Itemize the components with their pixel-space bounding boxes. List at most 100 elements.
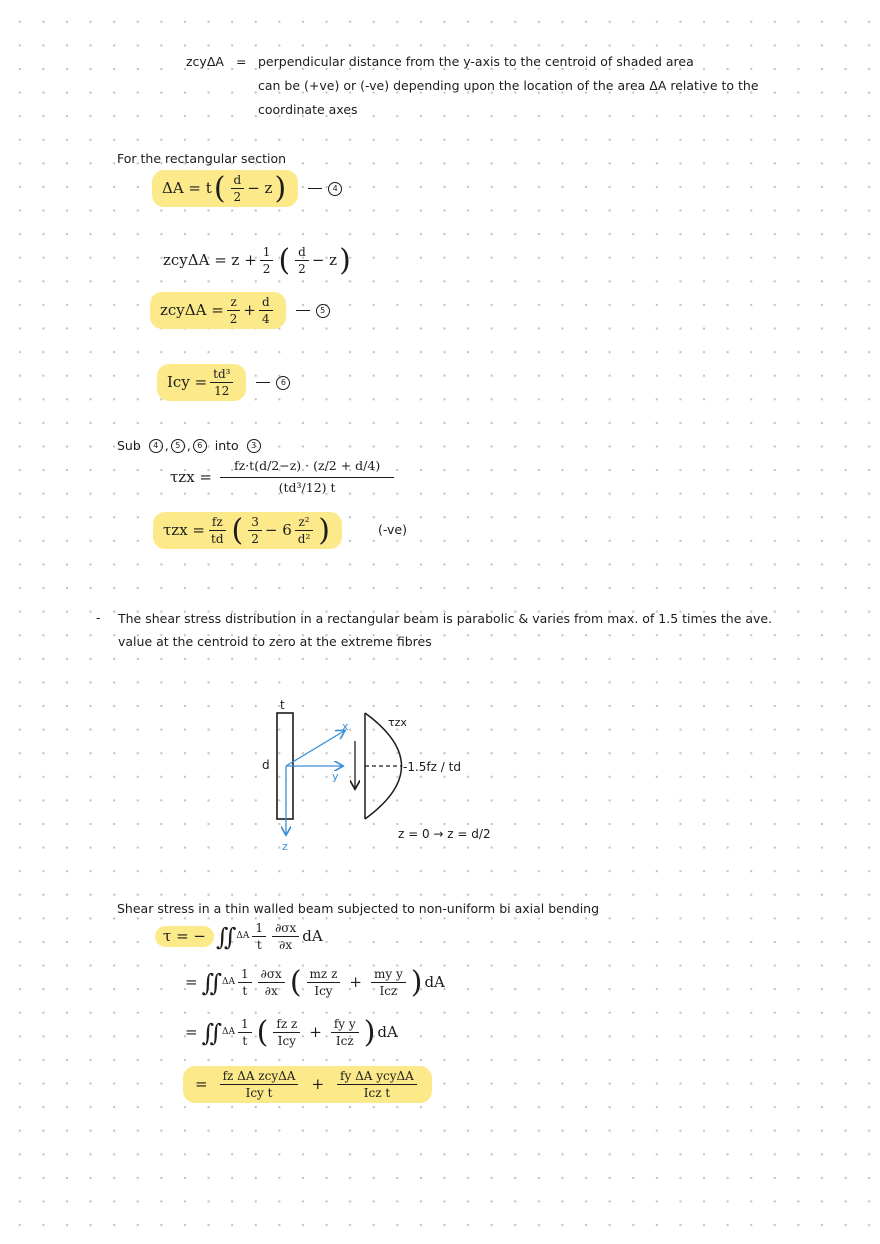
eq4-lhs: ΔA = t bbox=[162, 179, 212, 197]
s3-plus: + bbox=[309, 1023, 322, 1041]
def-line-2: can be (+ve) or (-ve) depending upon the… bbox=[258, 78, 759, 93]
s1-k-num: 1 bbox=[252, 922, 267, 937]
sub-tag-4: 4 bbox=[148, 438, 163, 453]
tau-label: τzx bbox=[388, 716, 407, 729]
s4-eq: = bbox=[195, 1075, 208, 1093]
tau2-b-num: z² bbox=[295, 516, 313, 531]
tau2-b-den: d² bbox=[297, 532, 311, 546]
s2-eq: = bbox=[185, 973, 198, 991]
s1-lhs: τ = − bbox=[155, 926, 214, 947]
t-label: t bbox=[280, 698, 285, 712]
s2-region: ΔA bbox=[222, 977, 236, 987]
s3-eq: = bbox=[185, 1023, 198, 1041]
bullet-line-2: value at the centroid to zero at the ext… bbox=[118, 634, 432, 649]
s3-region: ΔA bbox=[222, 1027, 236, 1037]
bullet-line-1: The shear stress distribution in a recta… bbox=[118, 611, 773, 626]
eqzc-half-num: 1 bbox=[259, 246, 274, 261]
max-stress-label: -1.5fz / td bbox=[403, 760, 461, 774]
s3-k-den: t bbox=[242, 1034, 248, 1048]
shear-distribution-diagram: t d x y z τzx -1.5fz / td z = 0 → z = d/… bbox=[262, 698, 491, 853]
eq5-a-den: 2 bbox=[229, 312, 238, 326]
def-equals: = bbox=[236, 54, 247, 69]
eqzc-num: d bbox=[295, 246, 309, 261]
s2-a-num: mz z bbox=[306, 968, 341, 983]
def-symbol: zcyΔA bbox=[186, 54, 224, 69]
d-label: d bbox=[262, 758, 270, 772]
s3-b-den: Icz bbox=[335, 1034, 354, 1048]
s1-k-den: t bbox=[256, 938, 262, 952]
sub-tag-3: 3 bbox=[246, 438, 261, 453]
def-line-1: perpendicular distance from the y-axis t… bbox=[258, 54, 694, 69]
sub-tag-5: 5 bbox=[170, 438, 185, 453]
s2-dA: dA bbox=[424, 973, 445, 991]
tag-4: 4 bbox=[328, 181, 343, 196]
s1-d-num: ∂σx bbox=[272, 922, 300, 937]
x-axis-arrow bbox=[285, 731, 344, 767]
eq5-lhs: zcyΔA = bbox=[160, 301, 224, 319]
range-label: z = 0 → z = d/2 bbox=[398, 827, 491, 841]
tau2-note: (-ve) bbox=[377, 522, 408, 538]
eq5-b-den: 4 bbox=[262, 312, 270, 326]
eq4-den: 2 bbox=[233, 190, 242, 204]
sub-text: Sub bbox=[117, 438, 141, 453]
s2-k-den: t bbox=[242, 984, 248, 998]
eqzc-den: 2 bbox=[298, 262, 306, 276]
z-label: z bbox=[282, 840, 288, 853]
tau-num: fz·t(d/2−z) · (z/2 + d/4) bbox=[220, 459, 395, 478]
eq5-b-num: d bbox=[259, 296, 273, 311]
tau2-f-den: td bbox=[211, 532, 224, 546]
tau2-a-num: 3 bbox=[248, 516, 262, 531]
s4-b-den: Icz t bbox=[363, 1086, 391, 1100]
tau-den: (td³/12) t bbox=[278, 479, 336, 495]
rect-heading: For the rectangular section bbox=[117, 151, 287, 166]
s2-b-den: Icz bbox=[379, 984, 398, 998]
eq5-plus: + bbox=[243, 301, 256, 319]
eq4-rest: − z bbox=[247, 179, 273, 197]
s2-a-den: Icy bbox=[314, 984, 333, 998]
eq5-a-num: z bbox=[227, 296, 240, 311]
tag-5: 5 bbox=[315, 303, 330, 318]
def-line-3: coordinate axes bbox=[258, 102, 358, 117]
bullet-dash: - bbox=[96, 610, 101, 625]
eq6-den: 12 bbox=[214, 384, 230, 398]
sub-into: into bbox=[214, 438, 239, 453]
s1-dA: dA bbox=[302, 927, 323, 945]
x-label: x bbox=[342, 720, 349, 733]
s3-a-den: Icy bbox=[277, 1034, 296, 1048]
eq4-num: d bbox=[230, 174, 245, 189]
eqzc-rest: − z bbox=[311, 251, 338, 269]
s2-d-num: ∂σx bbox=[257, 968, 285, 983]
s4-a-den: Icy t bbox=[245, 1086, 273, 1100]
s4-plus: + bbox=[311, 1075, 325, 1093]
s2-plus: + bbox=[349, 973, 362, 991]
y-label: y bbox=[332, 770, 339, 783]
tau2-a-den: 2 bbox=[251, 532, 259, 546]
tau2-lhs: τzx = bbox=[163, 521, 205, 539]
tag-6: 6 bbox=[276, 375, 291, 390]
thin-heading: Shear stress in a thin walled beam subje… bbox=[117, 901, 600, 916]
s4-a-num: fz ΔA zcyΔA bbox=[219, 1070, 299, 1085]
s3-dA: dA bbox=[377, 1023, 398, 1041]
s4-b-num: fy ΔA ycyΔA bbox=[337, 1070, 417, 1085]
equation-tau: τzx = fz·t(d/2−z) · (z/2 + d/4)(td³/12) … bbox=[170, 459, 397, 495]
sub-tag-6: 6 bbox=[192, 438, 207, 453]
sub-line: Sub 4, 5, 6 into 3 bbox=[117, 438, 263, 453]
s2-b-num: my y bbox=[370, 968, 406, 983]
eqzc-lhs: zcyΔA = z + bbox=[163, 251, 257, 269]
s2-d-den: ∂x bbox=[264, 984, 278, 998]
tau2-f-num: fz bbox=[208, 516, 226, 531]
s1-d-den: ∂x bbox=[279, 938, 293, 952]
s3-k-num: 1 bbox=[238, 1018, 252, 1033]
s3-b-num: fy y bbox=[330, 1018, 359, 1033]
tau-lhs: τzx = bbox=[170, 467, 212, 486]
eq6-num: td³ bbox=[210, 368, 234, 383]
